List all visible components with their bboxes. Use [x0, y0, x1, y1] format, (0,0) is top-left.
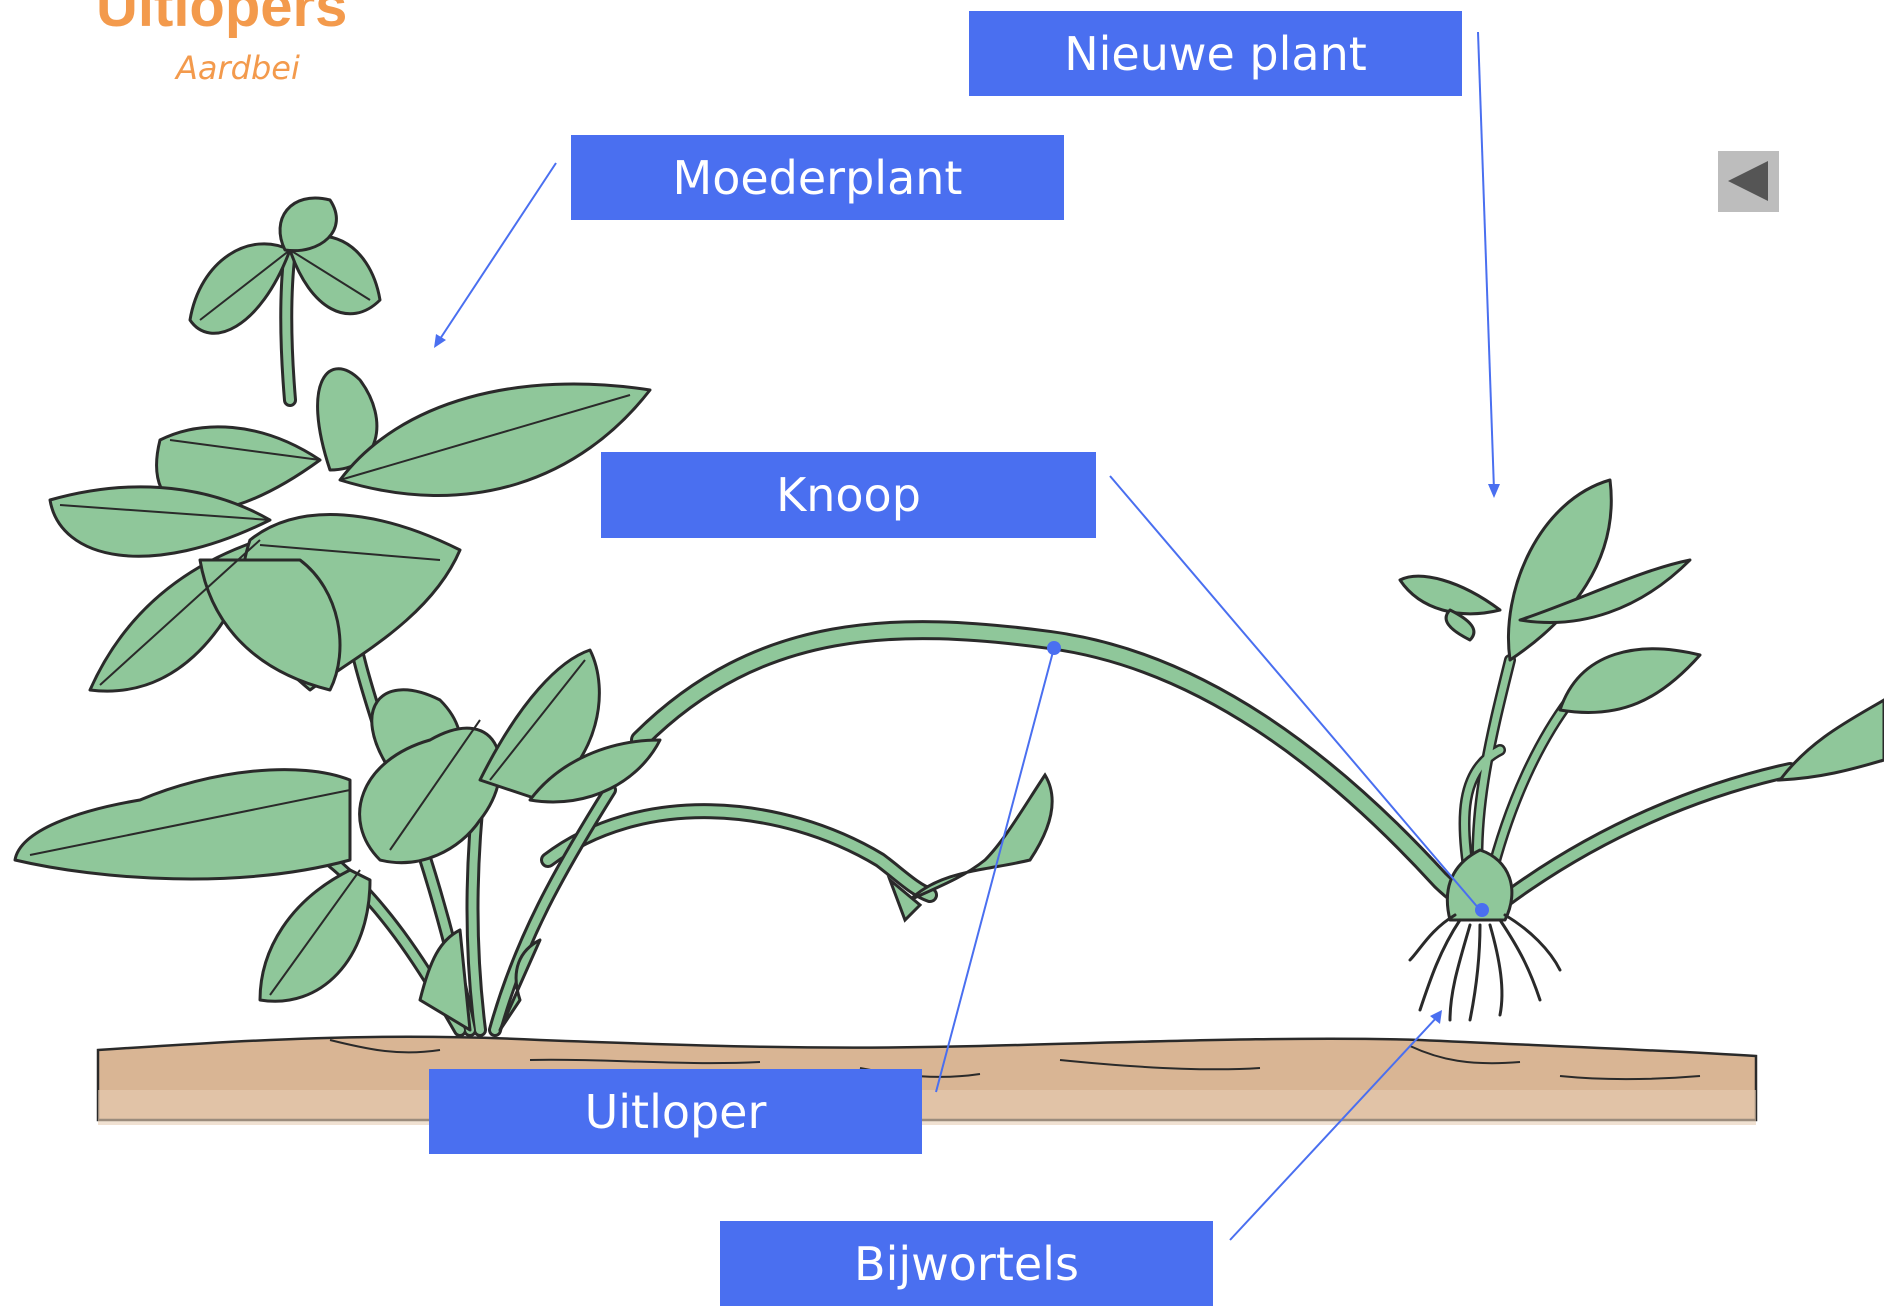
back-button[interactable]: [1718, 151, 1779, 212]
label-knoop: Knoop: [601, 452, 1096, 538]
label-moederplant: Moederplant: [571, 135, 1064, 220]
soil: [98, 1037, 1756, 1125]
mother-plant-leaves: [15, 198, 660, 1030]
runner-buds: [890, 700, 1884, 920]
label-uitloper: Uitloper: [429, 1069, 922, 1154]
label-bijwortels: Bijwortels: [720, 1221, 1213, 1306]
new-plant: [1400, 480, 1700, 1020]
label-nieuwe-plant: Nieuwe plant: [969, 11, 1462, 96]
triangle-left-icon: [1718, 151, 1779, 212]
